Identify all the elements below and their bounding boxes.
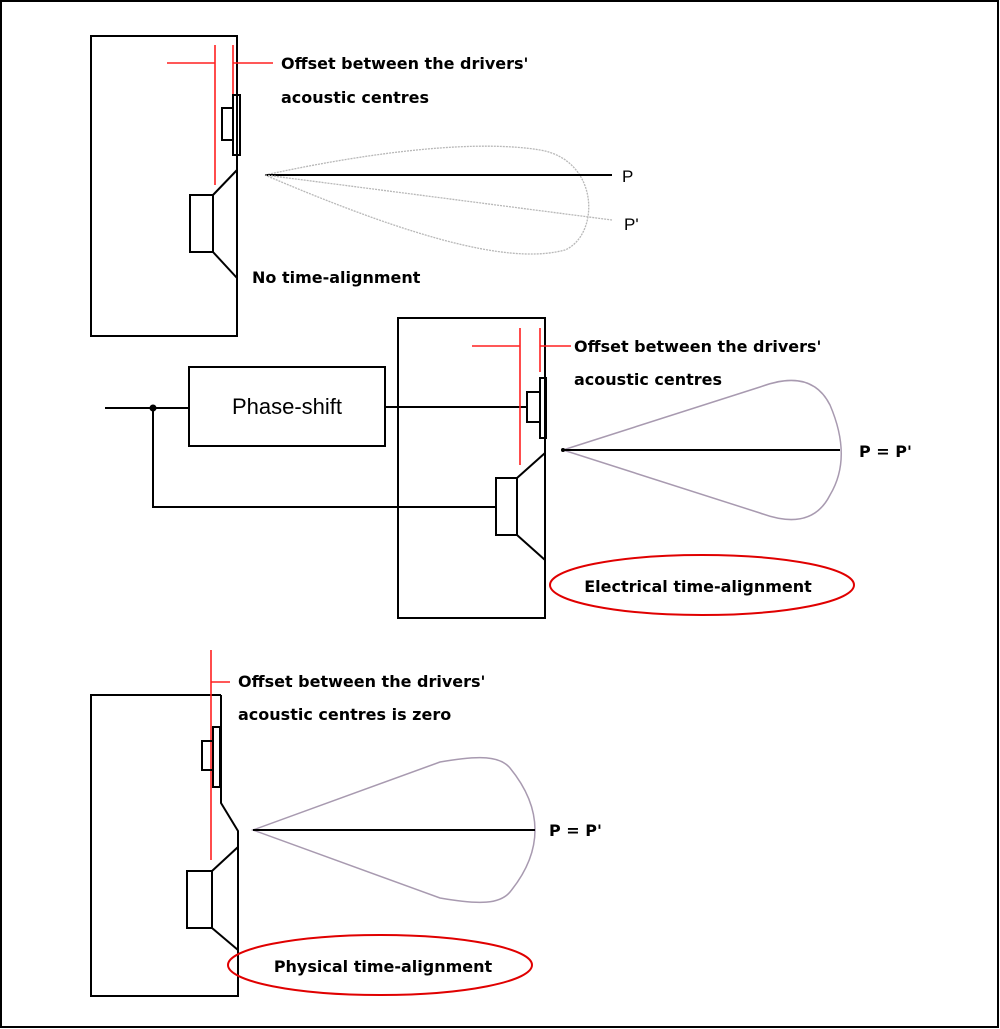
tweeter (526, 377, 547, 439)
stepped-speaker-cabinet (90, 694, 239, 997)
offset-label-line1: Offset between the drivers' (281, 54, 528, 73)
panel-no-alignment: Offset between the drivers' acoustic cen… (90, 35, 639, 337)
offset-label-line1: Offset between the drivers' (238, 672, 485, 691)
woofer (186, 846, 239, 951)
point-label: P = P' (859, 442, 912, 461)
highlight-ellipse (227, 934, 533, 996)
offset-label-line2: acoustic centres is zero (238, 705, 451, 724)
phase-shift-box (188, 366, 386, 447)
offset-marker (210, 650, 230, 860)
point-p-prime-label: P' (624, 215, 639, 234)
woofer (495, 452, 546, 561)
offset-marker (472, 328, 571, 465)
phase-shift-label: Phase-shift (232, 394, 342, 419)
point-p-label: P (622, 167, 633, 186)
radiation-lobe (560, 379, 842, 521)
offset-label-line2: acoustic centres (574, 370, 722, 389)
caption: No time-alignment (252, 268, 421, 287)
tweeter (201, 726, 221, 788)
signal-wiring (105, 404, 527, 508)
panel-physical: Offset between the drivers' acoustic cen… (90, 650, 602, 997)
offset-label-line1: Offset between the drivers' (574, 337, 821, 356)
radiation-lobe (264, 145, 590, 255)
panel-electrical: Phase-shift Offset between the drivers' … (105, 317, 912, 619)
offset-marker (167, 45, 273, 185)
highlight-ellipse (549, 554, 855, 616)
speaker-cabinet (397, 317, 546, 619)
point-label: P = P' (549, 821, 602, 840)
woofer (189, 169, 238, 279)
caption: Physical time-alignment (274, 957, 493, 976)
axis-line-p-prime (264, 174, 613, 221)
offset-label-line2: acoustic centres (281, 88, 429, 107)
speaker-cabinet (90, 35, 238, 337)
caption: Electrical time-alignment (584, 577, 812, 596)
tweeter (221, 94, 241, 156)
